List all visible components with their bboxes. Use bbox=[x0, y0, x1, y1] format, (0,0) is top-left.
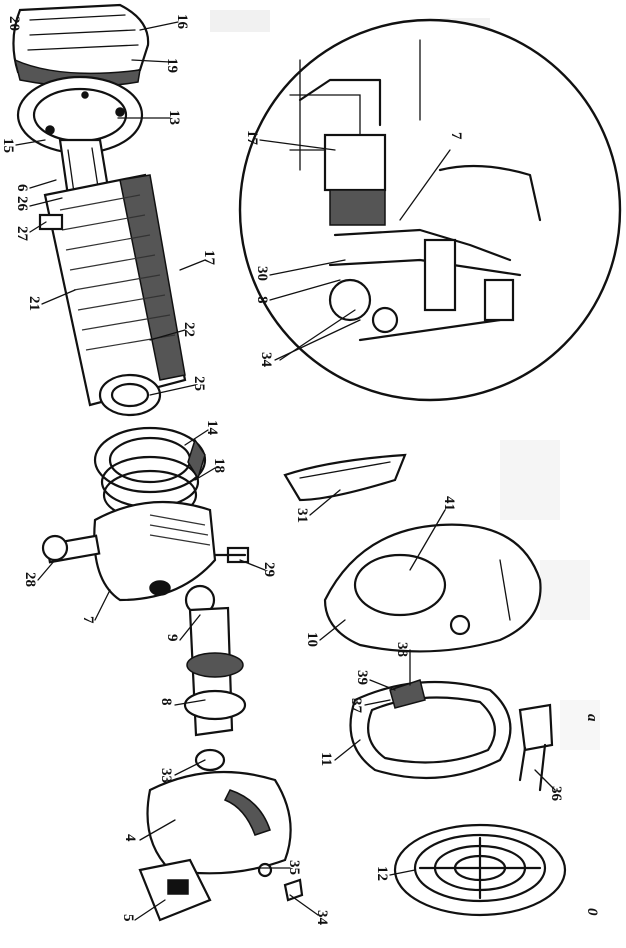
sleeve-assembly bbox=[38, 173, 187, 417]
part-31 bbox=[283, 453, 407, 502]
callout-14: 14 bbox=[204, 420, 220, 436]
callout-18: 18 bbox=[211, 458, 227, 473]
grill-cover-12 bbox=[393, 823, 567, 917]
plate-4 bbox=[138, 770, 304, 922]
callout-17: 17 bbox=[201, 250, 217, 266]
callout-34: 34 bbox=[314, 910, 330, 926]
callout-20: 20 bbox=[6, 16, 22, 31]
housing-7 bbox=[41, 500, 250, 602]
spring-ring-assembly bbox=[93, 426, 207, 521]
callout-7-inset: 7 bbox=[448, 132, 464, 140]
callout-10: 10 bbox=[304, 632, 320, 647]
callout-37: 37 bbox=[348, 698, 364, 714]
callout-39: 39 bbox=[354, 670, 370, 685]
callout-25: 25 bbox=[191, 376, 207, 391]
callout-6: 6 bbox=[14, 184, 30, 192]
callout-4: 4 bbox=[122, 834, 138, 842]
callout-30: 30 bbox=[254, 266, 270, 281]
callout-19: 19 bbox=[164, 58, 180, 73]
callout-8: 8 bbox=[158, 698, 174, 706]
callout-22: 22 bbox=[181, 322, 197, 337]
leader-lines bbox=[15, 21, 556, 921]
callout-8-inset: 8 bbox=[254, 296, 270, 304]
callout-21: 21 bbox=[26, 296, 42, 311]
callout-27: 27 bbox=[14, 226, 30, 242]
callout-5: 5 bbox=[120, 914, 136, 922]
cover-plate-10 bbox=[323, 523, 542, 653]
callout-29: 29 bbox=[261, 562, 277, 577]
callout-38: 38 bbox=[394, 642, 410, 657]
callout-16: 16 bbox=[174, 14, 190, 30]
view-letters: a 0 bbox=[584, 714, 600, 916]
callout-36: 36 bbox=[548, 786, 564, 802]
callout-12: 12 bbox=[374, 866, 390, 881]
callout-13: 13 bbox=[166, 110, 182, 125]
callout-labels: 20 16 19 13 15 6 26 27 21 17 22 25 14 18… bbox=[0, 14, 564, 926]
callout-15: 15 bbox=[0, 138, 16, 153]
callout-35: 35 bbox=[286, 860, 302, 875]
callout-26: 26 bbox=[14, 196, 30, 212]
callout-9: 9 bbox=[164, 634, 180, 642]
callout-34-inset: 34 bbox=[258, 352, 274, 368]
callout-31: 31 bbox=[294, 508, 310, 523]
callout-28: 28 bbox=[22, 572, 38, 587]
callout-33: 33 bbox=[158, 768, 174, 783]
ring-11 bbox=[349, 679, 554, 792]
callout-17-inset: 17 bbox=[244, 130, 260, 146]
inset-detail-view bbox=[238, 18, 622, 402]
callout-11: 11 bbox=[318, 752, 334, 766]
lower-shaft bbox=[183, 584, 247, 772]
callout-7: 7 bbox=[80, 616, 96, 624]
view-letter-b: 0 bbox=[584, 908, 600, 916]
view-letter-a: a bbox=[584, 714, 600, 722]
callout-41: 41 bbox=[441, 496, 457, 511]
